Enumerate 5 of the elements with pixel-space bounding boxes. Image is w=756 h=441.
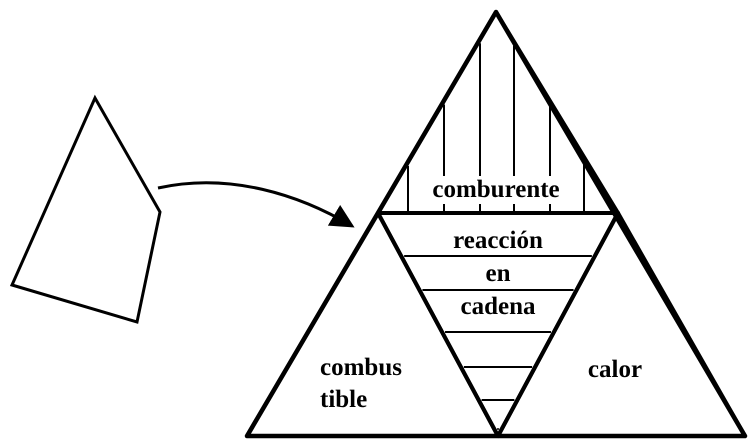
- region-label: comburente: [432, 176, 560, 204]
- curved-arrow: [158, 181, 355, 228]
- region-label: combus tible: [320, 353, 403, 415]
- region-label: calor: [586, 355, 644, 385]
- region-label: reacción en cadena: [452, 226, 544, 322]
